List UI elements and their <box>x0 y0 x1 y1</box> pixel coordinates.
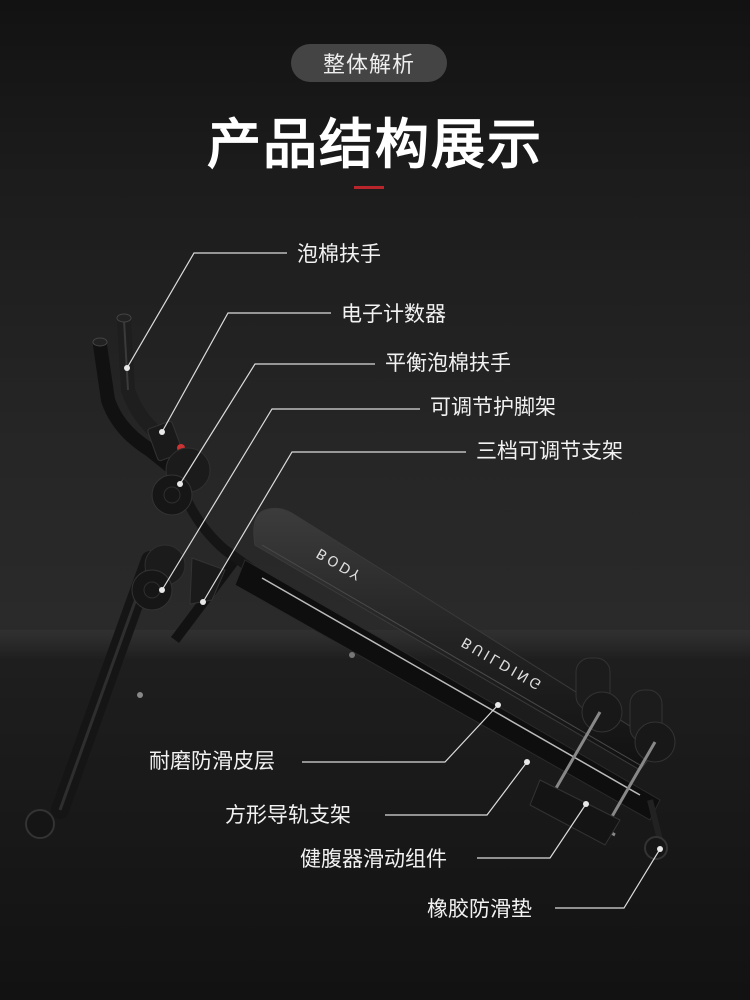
callout-adjustable-foot-rest: 可调节护脚架 <box>430 395 556 419</box>
callout-square-rail-bracket: 方形导轨支架 <box>225 803 351 827</box>
section-badge: 整体解析 <box>291 44 447 82</box>
lower-foam-roller <box>131 544 186 611</box>
callout-balance-foam-handle: 平衡泡棉扶手 <box>385 351 511 375</box>
callout-lines <box>126 252 661 909</box>
callout-electronic-counter: 电子计数器 <box>341 302 446 326</box>
bracket-plate <box>189 557 226 605</box>
title-accent-bar <box>354 186 384 189</box>
page-title: 产品结构展示 <box>207 113 543 176</box>
callout-rubber-pad: 橡胶防滑垫 <box>427 897 532 921</box>
callout-three-level-bracket: 三档可调节支架 <box>476 439 623 463</box>
bench-rail <box>234 559 661 821</box>
rear-leg <box>25 551 159 839</box>
foot-rollers <box>529 657 676 846</box>
callout-dots <box>124 365 663 852</box>
section-badge-label: 整体解析 <box>322 53 415 78</box>
callout-foam-handle: 泡棉扶手 <box>297 242 381 266</box>
callout-sliding-assembly: 健腹器滑动组件 <box>300 847 447 871</box>
callout-wear-resistant-leather: 耐磨防滑皮层 <box>149 749 275 773</box>
front-foot <box>644 799 668 860</box>
